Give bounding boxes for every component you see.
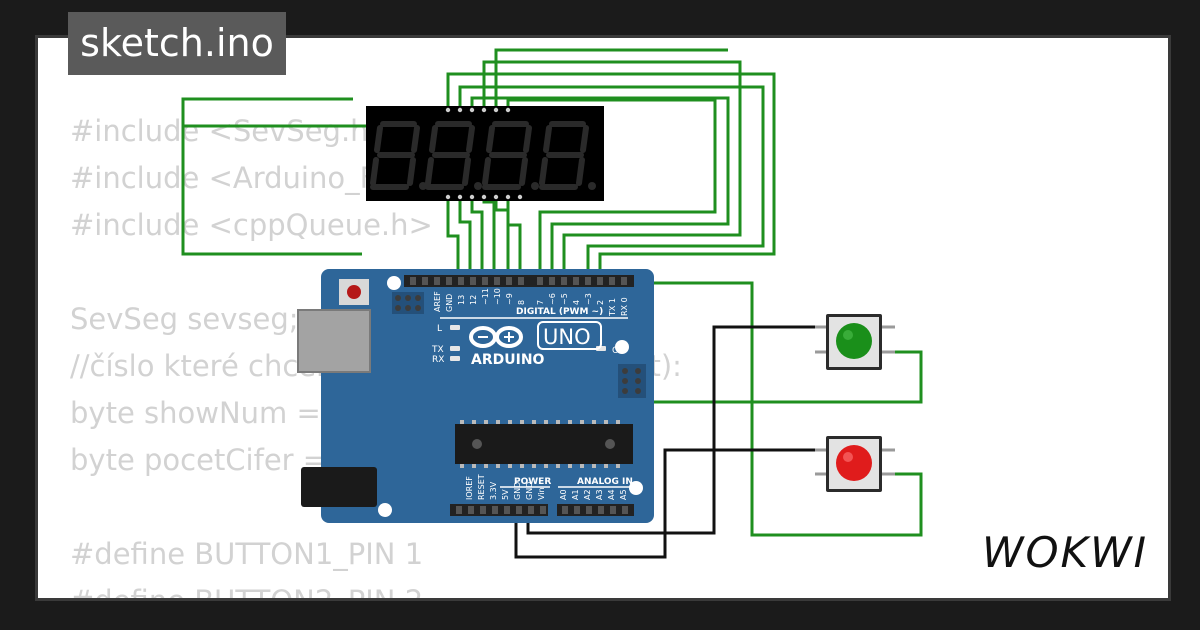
pin-label: GND: [445, 294, 454, 312]
pin-label: 12: [469, 295, 478, 305]
code-line: #define BUTTON1_PIN 1: [70, 537, 424, 571]
pin-label: AREF: [433, 291, 442, 312]
uno-badge: [537, 321, 602, 350]
analog-label: ANALOG IN: [577, 477, 633, 487]
pin-label: A3: [595, 489, 604, 500]
uno-label: UNO: [543, 325, 591, 349]
arduino-logo: [469, 326, 523, 348]
pin-label: ~6: [548, 293, 557, 305]
code-line: #include <cppQueue.h>: [70, 208, 433, 242]
code-line: SevSeg sevseg;: [70, 302, 299, 336]
code-line: #include <SevSeg.h>: [70, 114, 393, 148]
seven-segment-display[interactable]: [366, 106, 604, 201]
green-pushbutton[interactable]: [815, 314, 895, 370]
pin-label: 2: [596, 300, 605, 305]
arduino-wordmark: ARDUINO: [471, 352, 545, 368]
pin-label: GND: [513, 482, 522, 500]
pin-label: A0: [559, 489, 568, 500]
pin-label: 8: [517, 300, 526, 305]
pin-label: Vin: [537, 487, 546, 500]
pin-label: ~9: [505, 293, 514, 305]
digital-header-label: DIGITAL (PWM ~): [516, 307, 603, 317]
pin-label: 3.3V: [489, 481, 498, 500]
pin-label: 5V: [501, 489, 510, 500]
wokwi-logo: WOKWI: [982, 528, 1148, 577]
led-label: RX: [432, 355, 444, 365]
led-label: TX: [431, 345, 444, 355]
pin-label: ~11: [481, 288, 490, 305]
pin-label: A2: [583, 489, 592, 500]
mounting-hole: [387, 276, 401, 290]
red-pushbutton[interactable]: [815, 436, 895, 492]
pin-label: A4: [607, 489, 616, 500]
pin-label: ~10: [493, 288, 502, 305]
pin-label: ~3: [584, 293, 593, 305]
sketch-filename-tab[interactable]: sketch.ino: [68, 12, 286, 75]
power-jack: [301, 467, 377, 507]
pin-label: A5: [619, 489, 628, 500]
mounting-hole: [629, 481, 643, 495]
led-label: L: [437, 324, 442, 334]
pin-label: RESET: [477, 474, 486, 500]
pin-label: IOREF: [465, 476, 474, 500]
mounting-hole: [378, 503, 392, 517]
usb-port: [297, 309, 371, 373]
ground-wires: [514, 325, 830, 559]
arduino-uno-board[interactable]: AREF GND 13 12 ~11 ~10 ~9 8 7 ~6 ~5 4 ~3…: [297, 269, 654, 523]
pin-label: 13: [457, 295, 466, 305]
led-label: ON: [612, 346, 626, 356]
pin-label: A1: [571, 489, 580, 500]
pin-label: 7: [536, 300, 545, 305]
pin-label: GND: [525, 482, 534, 500]
mounting-hole: [615, 340, 629, 354]
power-label: POWER: [514, 477, 551, 487]
pin-label: ~5: [560, 293, 569, 305]
atmega-chip: [455, 424, 633, 464]
pin-label: 4: [572, 300, 581, 305]
code-line: #define BUTTON2_PIN 2: [70, 584, 424, 601]
pin-label: RX 0: [620, 297, 629, 316]
power-header: [450, 504, 548, 516]
pin-label: TX 1: [608, 298, 617, 317]
